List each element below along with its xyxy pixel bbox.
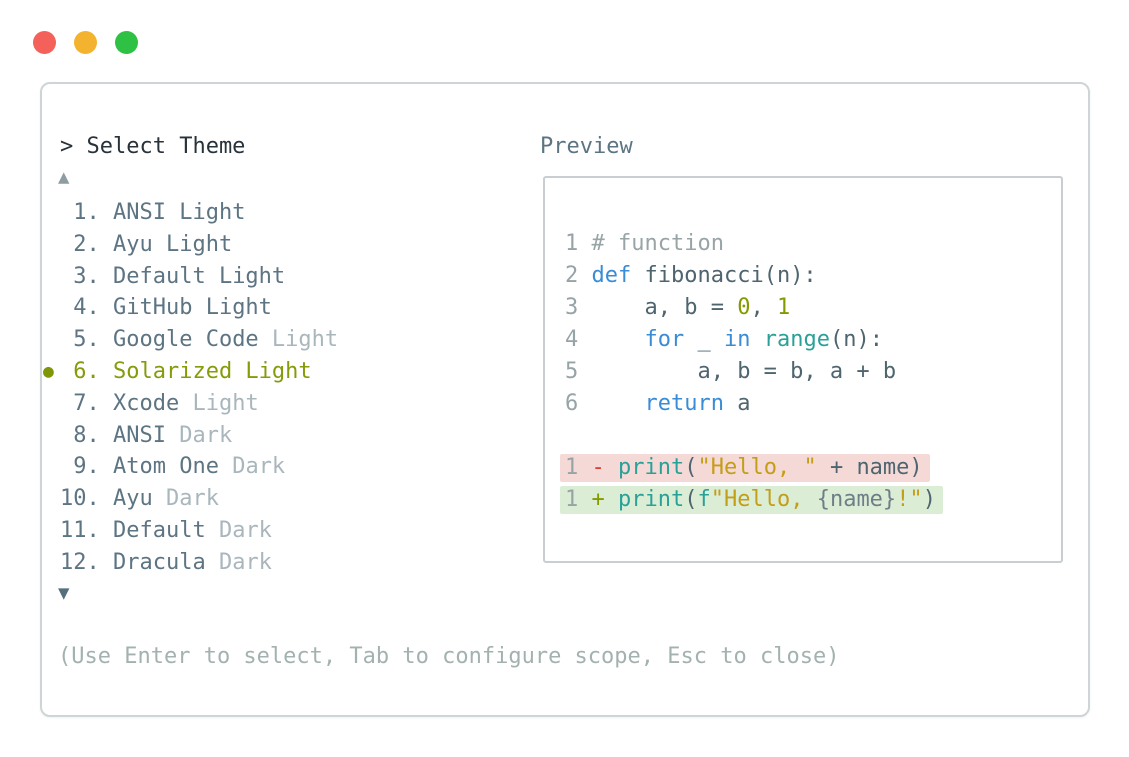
line-number: 2 xyxy=(565,263,592,288)
theme-list-item[interactable]: 4. GitHub Light xyxy=(60,292,338,324)
theme-item-number: 5. xyxy=(60,327,113,353)
theme-item-variant: Dark xyxy=(205,549,272,575)
code-line: 3 a, b = 0, 1 xyxy=(565,295,791,320)
footer-hint: (Use Enter to select, Tab to configure s… xyxy=(58,644,840,669)
theme-item-variant: Dark xyxy=(165,422,233,448)
theme-item-number: 6. xyxy=(60,358,113,384)
theme-item-name: GitHub Light xyxy=(112,295,272,321)
theme-item-variant: Dark xyxy=(152,486,219,512)
code-blank-line xyxy=(565,420,943,452)
theme-list: 1. ANSI Light 2. Ayu Light 3. Default Li… xyxy=(43,197,338,579)
theme-item-number: 8. xyxy=(60,422,113,448)
theme-item-number: 12. xyxy=(60,549,113,575)
theme-item-name: Ayu xyxy=(112,486,153,512)
line-number: 6 xyxy=(565,391,592,416)
theme-item-number: 1. xyxy=(60,200,113,225)
theme-item-number: 11. xyxy=(60,517,113,543)
theme-list-item[interactable]: 2. Ayu Light xyxy=(60,229,338,261)
line-number: 1 xyxy=(565,455,592,480)
theme-list-item[interactable]: 5. Google Code Light xyxy=(60,324,338,356)
theme-item-variant: Light xyxy=(258,327,339,353)
theme-list-item[interactable]: 11. Default Dark xyxy=(60,515,338,547)
theme-list-item[interactable]: 1. ANSI Light xyxy=(60,197,338,229)
theme-item-name: Solarized Light xyxy=(112,358,312,384)
diff-line-removed: 1 - print("Hello, " + name) xyxy=(560,452,943,484)
theme-list-item[interactable]: 12. Dracula Dark xyxy=(60,547,338,579)
theme-item-name: Default Light xyxy=(112,263,286,289)
theme-item-name: ANSI xyxy=(112,422,166,448)
theme-item-number: 4. xyxy=(60,295,113,321)
theme-item-name: ANSI Light xyxy=(112,200,246,225)
theme-item-name: Atom One xyxy=(112,454,219,480)
line-number: 3 xyxy=(565,295,592,320)
scroll-up-icon[interactable]: ▲ xyxy=(58,166,70,188)
theme-item-number: 3. xyxy=(60,263,113,289)
theme-list-item[interactable]: ● 6. Solarized Light xyxy=(43,356,338,388)
preview-label: Preview xyxy=(540,134,633,159)
theme-item-number: 2. xyxy=(60,231,113,257)
select-theme-prompt: > Select Theme xyxy=(60,134,246,159)
theme-item-variant: Light xyxy=(179,390,259,416)
theme-item-name: Ayu Light xyxy=(112,231,233,257)
line-number: 5 xyxy=(565,359,592,384)
preview-code: 1 # function 2 def fibonacci(n): 3 a, b = … xyxy=(560,228,943,516)
theme-item-number: 10. xyxy=(60,486,113,512)
code-line: 5 a, b = b, a + b xyxy=(565,359,897,384)
theme-item-number: 7. xyxy=(60,390,113,416)
selected-bullet-icon: ● xyxy=(43,360,54,382)
scroll-down-icon[interactable]: ▼ xyxy=(58,582,70,604)
code-line: 4 for _ in range(n): xyxy=(565,327,883,352)
theme-item-name: Default xyxy=(112,517,206,543)
theme-list-item[interactable]: 7. Xcode Light xyxy=(60,388,338,420)
theme-item-name: Xcode xyxy=(112,390,180,416)
code-line: 1 # function xyxy=(565,231,724,256)
code-line: 6 return a xyxy=(565,391,751,416)
code-line: 2 def fibonacci(n): xyxy=(565,263,817,288)
diff-line-added: 1 + print(f"Hello, {name}!") xyxy=(560,484,943,516)
theme-item-name: Google Code xyxy=(112,327,259,353)
close-icon[interactable] xyxy=(33,31,56,54)
theme-list-item[interactable]: 3. Default Light xyxy=(60,261,338,293)
window-controls xyxy=(33,31,138,54)
theme-item-number: 9. xyxy=(60,454,113,480)
zoom-icon[interactable] xyxy=(115,31,138,54)
theme-list-item[interactable]: 8. ANSI Dark xyxy=(60,420,338,452)
theme-list-item[interactable]: 10. Ayu Dark xyxy=(60,483,338,515)
line-number: 4 xyxy=(565,327,592,352)
line-number: 1 xyxy=(565,231,592,256)
theme-item-variant: Dark xyxy=(218,454,286,480)
theme-item-name: Dracula xyxy=(112,549,206,575)
theme-list-item[interactable]: 9. Atom One Dark xyxy=(60,451,338,483)
minimize-icon[interactable] xyxy=(74,31,97,54)
theme-item-variant: Dark xyxy=(205,517,272,543)
line-number: 1 xyxy=(565,487,592,512)
